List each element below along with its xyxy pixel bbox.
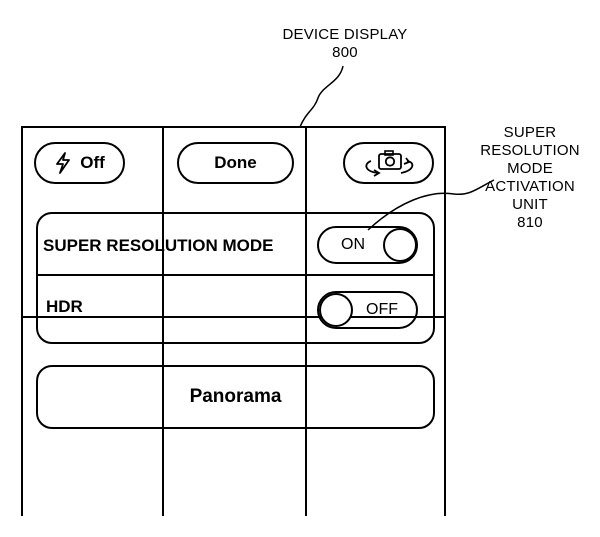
done-label: Done <box>214 153 257 172</box>
done-button[interactable]: Done <box>177 142 294 184</box>
flash-button[interactable]: Off <box>34 142 125 184</box>
grid-line-left <box>162 126 164 516</box>
device-display-callout-number: 800 <box>332 44 358 61</box>
device-display-callout-title: DEVICE DISPLAY <box>282 26 408 43</box>
settings-panel-divider <box>36 274 435 276</box>
activation-unit-callout-line1: SUPER <box>503 124 557 141</box>
super-resolution-toggle-state: ON <box>341 236 365 253</box>
hdr-label: HDR <box>46 297 83 316</box>
super-resolution-mode-label: SUPER RESOLUTION MODE <box>43 236 274 255</box>
settings-panel <box>36 212 435 344</box>
grid-line-right <box>305 126 307 516</box>
activation-unit-callout-number: 810 <box>517 214 543 231</box>
activation-unit-callout-line2: RESOLUTION <box>480 142 580 159</box>
device-display-callout: DEVICE DISPLAY 800 <box>270 26 420 62</box>
activation-unit-callout-line5: UNIT <box>512 196 548 213</box>
activation-unit-callout-line3: MODE <box>507 160 553 177</box>
hdr-toggle[interactable]: OFF <box>317 291 418 329</box>
grid-line-middle <box>21 316 446 318</box>
activation-unit-callout-line4: ACTIVATION <box>485 178 575 195</box>
panorama-label: Panorama <box>189 386 282 407</box>
super-resolution-toggle-knob <box>383 228 417 262</box>
flash-label: Off <box>80 153 105 172</box>
hdr-toggle-state: OFF <box>366 301 398 318</box>
camera-rotate-icon <box>357 148 421 178</box>
device-display <box>21 126 446 516</box>
hdr-toggle-knob <box>319 293 353 327</box>
super-resolution-mode-toggle[interactable]: ON <box>317 226 418 264</box>
panorama-button[interactable]: Panorama <box>36 365 435 429</box>
lightning-bolt-icon <box>54 152 72 174</box>
device-display-leader <box>299 65 344 128</box>
activation-unit-callout: SUPER RESOLUTION MODE ACTIVATION UNIT 81… <box>470 124 590 232</box>
camera-switch-button[interactable] <box>343 142 434 184</box>
